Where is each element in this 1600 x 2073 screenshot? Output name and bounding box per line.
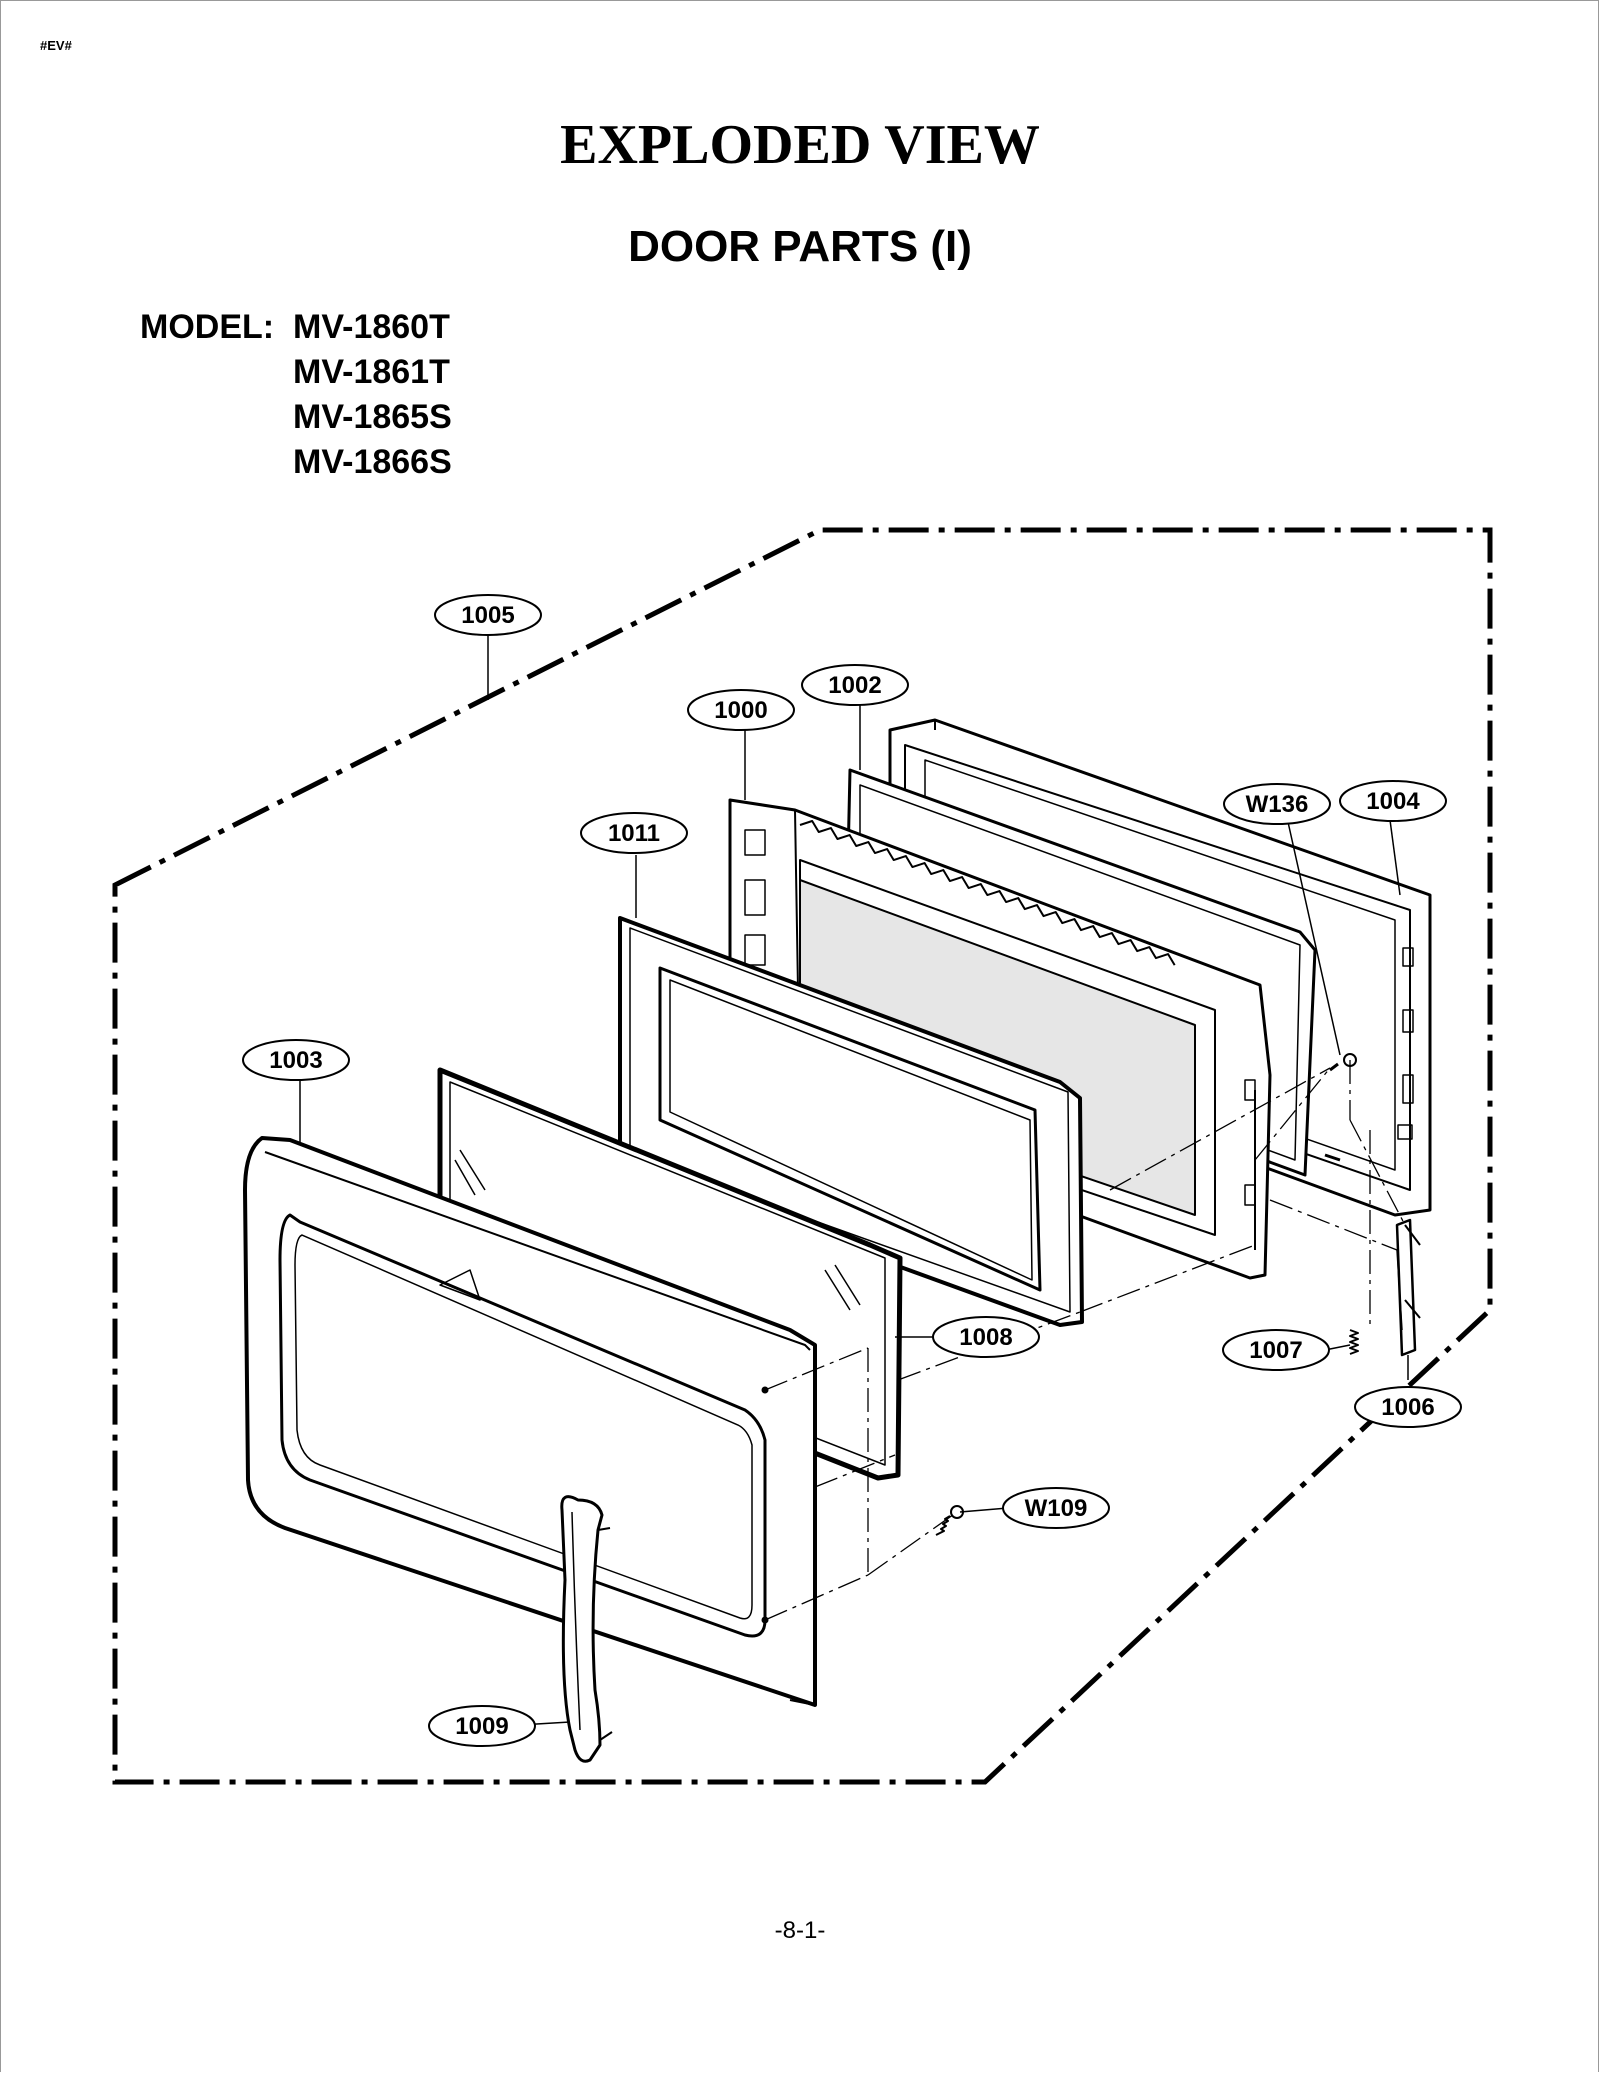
callout-1007: 1007 <box>1222 1329 1330 1371</box>
callout-label: 1007 <box>1249 1337 1302 1364</box>
callout-label: 1006 <box>1381 1394 1434 1421</box>
callout-W109: W109 <box>1002 1487 1110 1529</box>
model-number: MV-1861T <box>293 353 450 391</box>
model-number: MV-1860T <box>293 308 450 346</box>
callout-1009: 1009 <box>428 1705 536 1747</box>
callout-1008: 1008 <box>932 1316 1040 1358</box>
callout-label: 1011 <box>608 820 660 847</box>
ev-tag: #EV# <box>40 38 72 53</box>
callouts: 1005 1002 1000 W136 1004 1011 1003 1008 <box>242 594 1462 1747</box>
part-1009-handle <box>560 1495 613 1763</box>
callout-1006: 1006 <box>1354 1386 1462 1428</box>
callout-label: 1008 <box>959 1324 1012 1351</box>
part-1003-front-cover <box>243 1136 817 1707</box>
callout-label: 1009 <box>455 1713 508 1740</box>
leader-lines <box>299 635 1409 1726</box>
callout-label: W136 <box>1246 791 1309 818</box>
part-1006-latch <box>1395 1218 1421 1357</box>
page-subtitle: DOOR PARTS (I) <box>628 222 972 271</box>
callout-1011: 1011 <box>580 812 688 854</box>
callout-1003: 1003 <box>242 1039 350 1081</box>
callout-label: 1005 <box>461 602 514 629</box>
callout-label: 1004 <box>1366 788 1420 815</box>
callout-label: 1002 <box>828 672 881 699</box>
part-W109-screw <box>935 1505 964 1536</box>
callout-label: 1003 <box>269 1047 322 1074</box>
callout-1005: 1005 <box>434 594 542 636</box>
callout-label: 1000 <box>714 697 767 724</box>
callout-1002: 1002 <box>801 664 909 706</box>
alignment-lines <box>764 1060 1406 1621</box>
model-number: MV-1865S <box>293 398 452 436</box>
assembly-boundary <box>112 527 1493 1785</box>
page-number: -8-1- <box>774 1917 826 1944</box>
callout-W136: W136 <box>1223 783 1331 825</box>
page-title: EXPLODED VIEW <box>560 114 1040 176</box>
callout-1004: 1004 <box>1339 780 1447 822</box>
model-list: MV-1860T MV-1861T MV-1865S MV-1866S <box>293 308 452 488</box>
callout-1000: 1000 <box>687 689 795 731</box>
door-parts-drawing <box>243 718 1432 1763</box>
part-1007-spring <box>1349 1329 1359 1355</box>
model-number: MV-1866S <box>293 443 452 481</box>
callout-label: W109 <box>1025 1495 1088 1522</box>
model-label: MODEL: <box>140 308 275 346</box>
